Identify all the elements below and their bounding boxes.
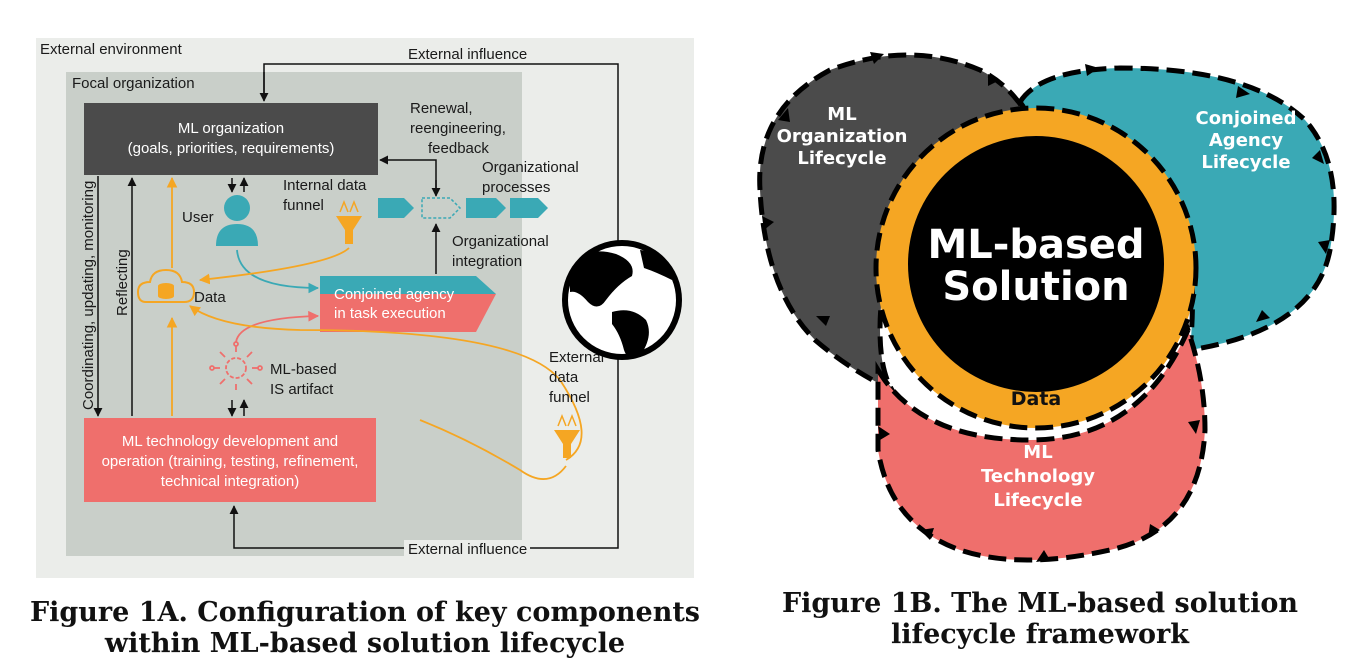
lifecycle-arrowheads <box>762 52 1330 562</box>
external-funnel-line2: data <box>549 369 579 386</box>
org-lifecycle-line2: Organization <box>777 126 908 147</box>
figure-1a-caption-line1: Figure 1A. Configuration of key componen… <box>29 597 701 628</box>
agency-lifecycle-line2: Agency <box>1209 130 1284 151</box>
ml-based-solution-core <box>908 136 1164 392</box>
center-line2: Solution <box>942 264 1129 310</box>
agency-lifecycle-line3: Lifecycle <box>1201 152 1290 173</box>
ml-technology-line1: ML technology development and <box>122 433 338 450</box>
org-processes-line1: Organizational <box>482 159 579 176</box>
data-cloud-icon <box>136 268 196 303</box>
process-chevrons <box>378 197 548 219</box>
data-label: Data <box>194 289 226 306</box>
external-influence-top-bg <box>404 45 530 63</box>
external-environment-label: External environment <box>40 41 183 58</box>
external-funnel-curve <box>419 419 567 480</box>
external-funnel-line1: External <box>549 349 604 366</box>
focal-organization-label: Focal organization <box>72 75 195 92</box>
internal-funnel-line1: Internal data <box>283 177 367 194</box>
org-integration-line2: integration <box>452 253 522 270</box>
external-funnel-to-data-arrow <box>189 305 583 461</box>
conjoined-agency-salmon-band <box>320 294 496 332</box>
figure-1a: External environment Focal organization … <box>36 38 694 578</box>
ml-organization-title: ML organization <box>178 120 284 137</box>
figure-1b: ML-based Solution Data ML Organization L… <box>757 52 1337 563</box>
org-processes-line2: processes <box>482 179 550 196</box>
globe-icon <box>562 240 682 360</box>
ml-organization-box <box>84 103 378 175</box>
figure-1a-caption-line2: within ML-based solution lifecycle <box>104 628 626 659</box>
user-to-conjoined-arrow <box>236 249 320 294</box>
figure-1b-caption-line2: lifecycle framework <box>891 619 1189 650</box>
ml-technology-lifecycle-blob <box>875 323 1208 563</box>
figure-1b-caption-line1: Figure 1B. The ML-based solution <box>781 588 1299 619</box>
tech-lifecycle-line3: Lifecycle <box>993 490 1082 511</box>
renewal-line1: Renewal, <box>410 100 473 117</box>
user-icon <box>216 195 258 246</box>
user-label: User <box>182 209 214 226</box>
coordinating-label: Coordinating, updating, monitoring <box>80 181 97 410</box>
org-lifecycle-line1: ML <box>827 104 856 125</box>
agency-lifecycle-line1: Conjoined <box>1195 108 1296 129</box>
ml-artifact-line1: ML-based <box>270 361 337 378</box>
conjoined-agency-line1: Conjoined agency <box>334 286 455 303</box>
external-influence-bottom-bg <box>404 540 530 558</box>
org-lifecycle-line3: Lifecycle <box>797 148 886 169</box>
ml-technology-line2: operation (training, testing, refinement… <box>102 453 359 470</box>
renewal-line3: feedback <box>428 140 489 157</box>
center-line1: ML-based <box>927 222 1144 268</box>
tech-lifecycle-line2: Technology <box>981 466 1095 487</box>
external-influence-top-label: External influence <box>408 46 527 63</box>
artifact-to-conjoined-arrow <box>235 310 320 343</box>
external-funnel-line3: funnel <box>549 389 590 406</box>
external-funnel-icon <box>554 413 580 458</box>
data-ring-label: Data <box>1011 388 1062 410</box>
figure-1a-caption: Figure 1A. Configuration of key componen… <box>20 597 710 659</box>
conjoined-agency-line2: in task execution <box>334 305 446 322</box>
ml-artifact-line2: IS artifact <box>270 381 334 398</box>
org-integration-line1: Organizational <box>452 233 549 250</box>
figure-1b-caption: Figure 1B. The ML-based solution lifecyc… <box>760 588 1320 650</box>
external-influence-bottom-label: External influence <box>408 541 527 558</box>
reflecting-label: Reflecting <box>114 249 131 316</box>
ml-artifact-icon <box>209 341 263 390</box>
ml-organization-subtitle: (goals, priorities, requirements) <box>128 140 335 157</box>
tech-lifecycle-line1: ML <box>1023 442 1052 463</box>
renewal-line2: reengineering, <box>410 120 506 137</box>
internal-funnel-to-data-arrow <box>198 247 350 285</box>
ml-technology-box <box>84 418 376 502</box>
internal-funnel-line2: funnel <box>283 197 324 214</box>
ml-technology-line3: technical integration) <box>161 473 299 490</box>
conjoined-agency-teal-band <box>320 276 496 294</box>
internal-funnel-icon <box>336 199 362 244</box>
